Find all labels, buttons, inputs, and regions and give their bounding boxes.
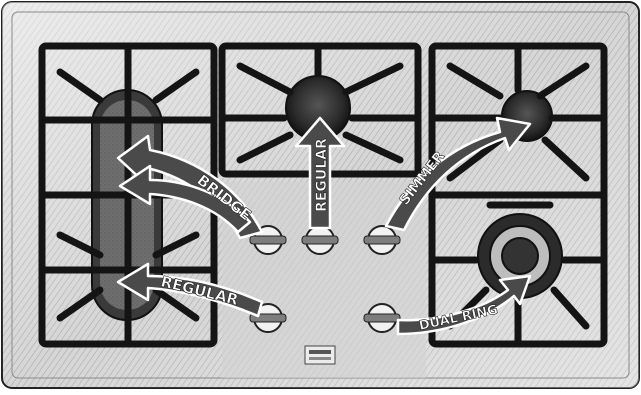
brand-logo [305, 346, 335, 364]
regular-top-label: REGULAR [314, 138, 330, 212]
